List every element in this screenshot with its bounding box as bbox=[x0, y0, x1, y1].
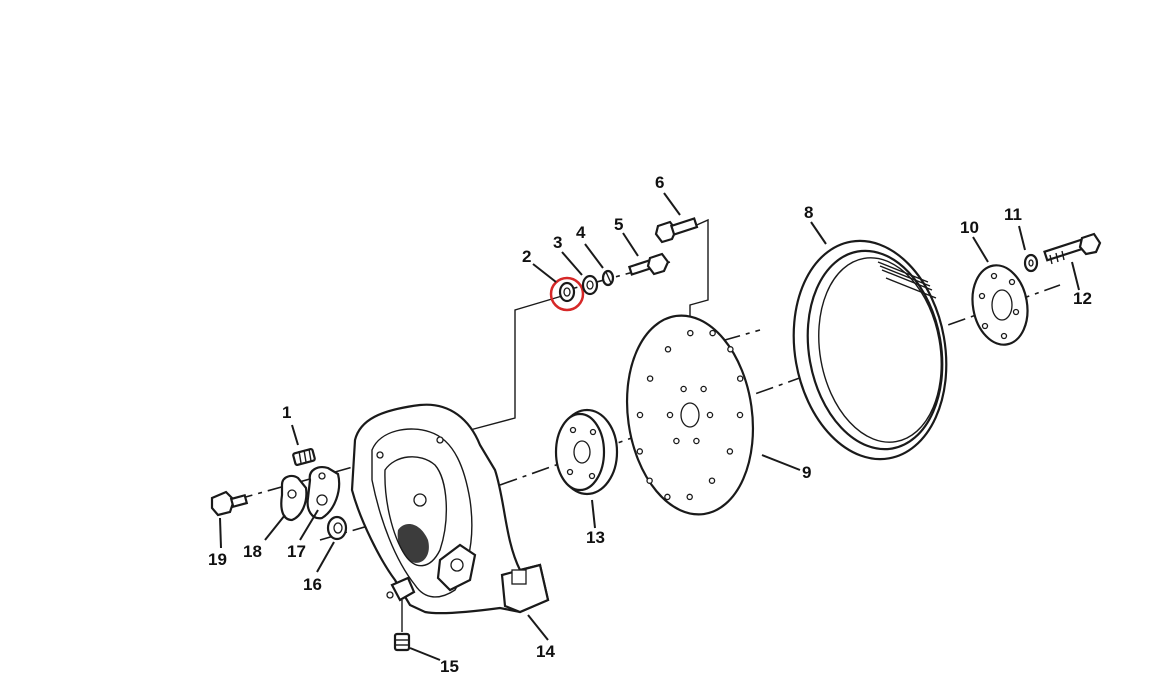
callout-14: 14 bbox=[536, 642, 555, 661]
callout-1: 1 bbox=[282, 403, 291, 422]
callout-labels: 1 2 3 4 5 6 8 9 10 11 12 13 14 15 16 17 … bbox=[208, 173, 1092, 676]
flex-plate-hole bbox=[687, 329, 694, 337]
callout-18: 18 bbox=[243, 542, 262, 561]
flex-plate-hole bbox=[736, 375, 744, 382]
plug-part-1 bbox=[292, 447, 316, 467]
main-center-axis bbox=[499, 284, 1061, 486]
flex-plate-hole bbox=[726, 448, 734, 455]
ring-gear-part-8 bbox=[792, 239, 948, 461]
lock-washer-part-4 bbox=[601, 269, 615, 287]
washer-part-2 bbox=[558, 281, 576, 303]
callout-12: 12 bbox=[1073, 289, 1092, 308]
retainer-plate-part-10 bbox=[971, 264, 1029, 346]
callout-17: 17 bbox=[287, 542, 306, 561]
callout-19: 19 bbox=[208, 550, 227, 569]
washer-part-3 bbox=[581, 274, 599, 296]
flex-plate-hole bbox=[664, 493, 671, 501]
callout-13: 13 bbox=[586, 528, 605, 547]
callout-2: 2 bbox=[522, 247, 531, 266]
flex-plate-hole bbox=[680, 385, 687, 393]
flex-plate-hole bbox=[727, 346, 734, 353]
flex-plate-hole bbox=[709, 329, 716, 337]
flex-plate-hole bbox=[693, 437, 700, 445]
callout-3: 3 bbox=[553, 233, 562, 252]
seal-part-16 bbox=[326, 515, 348, 541]
flex-plate-hole bbox=[636, 448, 644, 455]
flex-plate-part-9 bbox=[625, 314, 755, 516]
callout-15: 15 bbox=[440, 657, 459, 676]
bracket-line-2-5 bbox=[469, 295, 563, 431]
callout-9: 9 bbox=[802, 463, 811, 482]
lower-left-axis bbox=[234, 464, 361, 501]
bolt-part-12 bbox=[1043, 232, 1102, 265]
leader-lines bbox=[219, 192, 1080, 661]
drain-plug-part-15 bbox=[393, 600, 411, 652]
bolt-part-6 bbox=[654, 217, 699, 244]
adapter-part-13 bbox=[554, 408, 619, 496]
callout-4: 4 bbox=[576, 223, 586, 242]
callout-6: 6 bbox=[655, 173, 664, 192]
bolt-part-19 bbox=[210, 490, 249, 517]
flywheel-housing bbox=[350, 403, 550, 615]
callout-16: 16 bbox=[303, 575, 322, 594]
flex-plate-hole bbox=[700, 385, 707, 393]
flex-plate-hole bbox=[708, 477, 716, 484]
callout-11: 11 bbox=[1004, 205, 1022, 224]
callout-5: 5 bbox=[614, 215, 623, 234]
flex-plate-hole bbox=[706, 411, 714, 419]
callout-8: 8 bbox=[804, 203, 813, 222]
highlight-circle-part-2 bbox=[549, 276, 585, 312]
flex-plate-hole bbox=[686, 493, 693, 501]
gasket-part-18 bbox=[280, 474, 308, 522]
flex-plate-hole bbox=[666, 411, 674, 419]
flex-plate-hole bbox=[736, 411, 744, 419]
flex-plate-hole bbox=[673, 437, 680, 445]
flex-plate-hole bbox=[646, 375, 654, 382]
callout-10: 10 bbox=[960, 218, 979, 237]
flex-plate-hole bbox=[646, 477, 653, 484]
flex-plate-hole bbox=[636, 411, 644, 419]
washer-part-11 bbox=[1023, 253, 1039, 273]
cover-part-17 bbox=[306, 466, 341, 520]
bolt-part-5 bbox=[627, 252, 670, 276]
flex-plate-hole bbox=[664, 346, 672, 353]
